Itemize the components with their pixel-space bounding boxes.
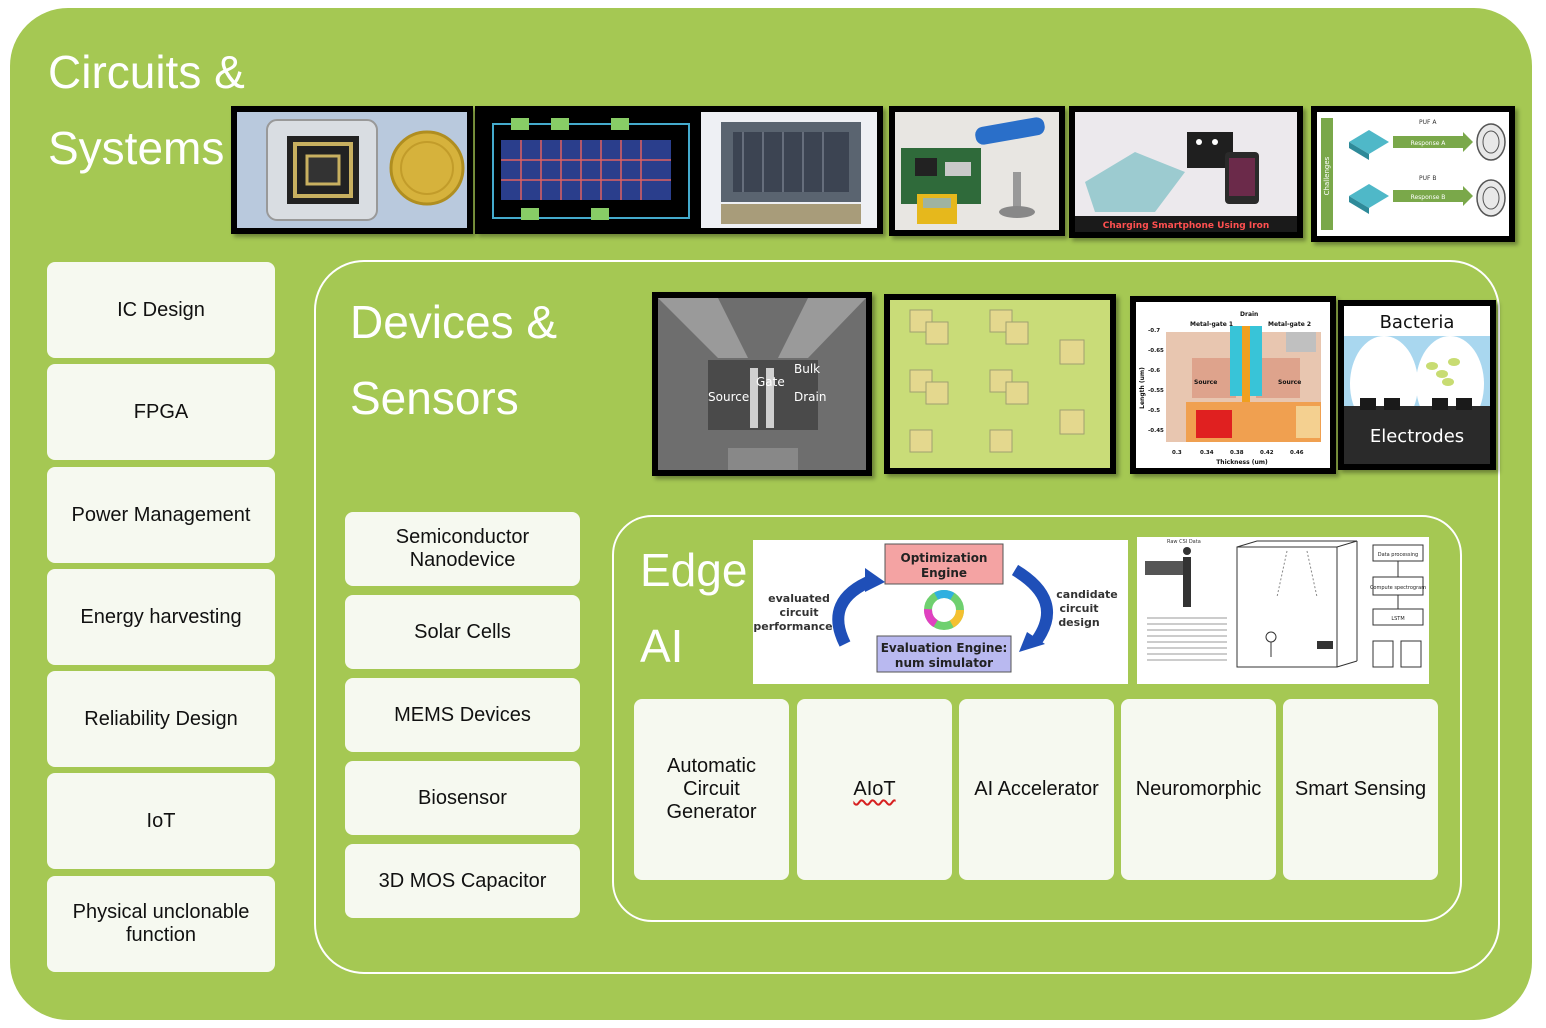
sim-metal-gate-2: Metal-gate 2 xyxy=(1268,321,1311,328)
puf-b-label: PUF B xyxy=(1419,175,1436,182)
sim-x-axis-label: Thickness (um) xyxy=(1216,459,1268,466)
optimization-left-label-line3: performance xyxy=(753,620,832,633)
puf-challenges-label: Challenges xyxy=(1323,156,1331,195)
optimization-engine-label-line2: Engine xyxy=(921,566,967,580)
item-physical-unclonable-function: Physical unclonable function xyxy=(47,876,275,972)
sim-y-tick: -0.7 xyxy=(1148,328,1160,334)
optimization-left-label-line2: circuit xyxy=(779,606,818,619)
item-neuromorphic: Neuromorphic xyxy=(1121,699,1276,880)
sim-source-left: Source xyxy=(1194,379,1217,386)
edge-ai-panel xyxy=(612,515,1462,922)
sensing-raw-csi-label: Raw CSI Data xyxy=(1167,539,1201,545)
wifi-sensing-diagram: Raw CSI Data Data processing Compute spe… xyxy=(1137,537,1429,684)
devices-title-line2: Sensors xyxy=(350,372,519,424)
sensing-lstm: LSTM xyxy=(1391,616,1404,622)
transistor-drain-label: Drain xyxy=(794,390,826,404)
devices-title-line1: Devices & xyxy=(350,296,558,348)
item-iot: IoT xyxy=(47,773,275,869)
item-mems-devices: MEMS Devices xyxy=(345,678,580,752)
optimization-right-label-line3: design xyxy=(1058,616,1099,629)
sim-x-tick: 0.46 xyxy=(1290,450,1304,456)
charging-phone-photo: Charging Smartphone Using Iron xyxy=(1069,106,1303,238)
edge-ai-title-line1: Edge xyxy=(640,544,748,596)
evaluation-engine-label-line1: Evaluation Engine: xyxy=(881,641,1008,655)
sensing-data-processing: Data processing xyxy=(1378,552,1418,558)
item-reliability-design: Reliability Design xyxy=(47,671,275,767)
evaluation-engine-label-line2: num simulator xyxy=(895,656,993,670)
solar-cells-photo xyxy=(884,294,1116,474)
devices-sensors-panel xyxy=(314,260,1500,974)
sim-y-tick: -0.65 xyxy=(1148,348,1164,354)
circuits-title-line2: Systems xyxy=(48,122,225,174)
sim-x-tick: 0.3 xyxy=(1172,450,1182,456)
sim-y-tick: -0.5 xyxy=(1148,408,1160,414)
item-energy-harvesting: Energy harvesting xyxy=(47,569,275,665)
optimization-left-label-line1: evaluated xyxy=(768,592,830,605)
optimization-right-label-line1: candidate xyxy=(1056,588,1117,601)
biosensor-bacteria-label: Bacteria xyxy=(1380,312,1455,333)
sim-y-tick: -0.6 xyxy=(1148,368,1160,374)
item-power-management: Power Management xyxy=(47,467,275,563)
fpga-board-photo xyxy=(889,106,1065,236)
optimization-right-label-line2: circuit xyxy=(1059,602,1098,615)
puf-response-b-label: Response B xyxy=(1411,194,1446,201)
item-3d-mos-capacitor: 3D MOS Capacitor xyxy=(345,844,580,918)
sim-y-tick: -0.45 xyxy=(1148,428,1164,434)
circuits-title-line1: Circuits & xyxy=(48,46,245,98)
chip-layout-photo xyxy=(475,106,883,234)
puf-response-a-label: Response A xyxy=(1411,140,1447,147)
item-smart-sensing: Smart Sensing xyxy=(1283,699,1438,880)
transistor-source-label: Source xyxy=(708,390,749,404)
sensing-compute-spectrogram: Compute spectrogram xyxy=(1370,585,1426,591)
biosensor-electrodes-label: Electrodes xyxy=(1370,426,1464,447)
transistor-gate-label: Gate xyxy=(756,375,785,389)
item-ic-design: IC Design xyxy=(47,262,275,358)
chip-package-photo xyxy=(231,106,473,234)
charging-caption: Charging Smartphone Using Iron xyxy=(1103,221,1270,231)
item-automatic-circuit-generator: Automatic Circuit Generator xyxy=(634,699,789,880)
item-ai-accelerator: AI Accelerator xyxy=(959,699,1114,880)
item-aiot-label: AIoT xyxy=(853,778,896,800)
device-simulation-chart: Metal-gate 1 Metal-gate 2 Drain Source S… xyxy=(1130,296,1336,474)
item-solar-cells: Solar Cells xyxy=(345,595,580,669)
sim-drain: Drain xyxy=(1240,311,1258,318)
sim-y-tick: -0.55 xyxy=(1148,388,1164,394)
sim-x-tick: 0.42 xyxy=(1260,450,1274,456)
optimization-engine-label-line1: Optimization xyxy=(901,551,988,565)
optimization-loop-diagram: Optimization Engine Evaluation Engine: n… xyxy=(753,540,1128,684)
transistor-bulk-label: Bulk xyxy=(794,362,820,376)
sim-x-tick: 0.38 xyxy=(1230,450,1244,456)
sim-y-axis-label: Length (um) xyxy=(1139,367,1146,409)
sim-x-tick: 0.34 xyxy=(1200,450,1214,456)
edge-ai-title-line2: AI xyxy=(640,620,684,672)
biosensor-diagram: Bacteria Electrodes xyxy=(1338,300,1496,470)
sim-metal-gate-1: Metal-gate 1 xyxy=(1190,321,1233,328)
item-fpga: FPGA xyxy=(47,364,275,460)
item-biosensor: Biosensor xyxy=(345,761,580,835)
transistor-photo: Bulk Gate Source Drain xyxy=(652,292,872,476)
puf-diagram: Challenges PUF A PUF B Response A Respon… xyxy=(1311,106,1515,242)
item-semiconductor-nanodevice: Semiconductor Nanodevice xyxy=(345,512,580,586)
puf-a-label: PUF A xyxy=(1419,119,1437,126)
item-aiot: AIoT xyxy=(797,699,952,880)
sim-source-right: Source xyxy=(1278,379,1301,386)
